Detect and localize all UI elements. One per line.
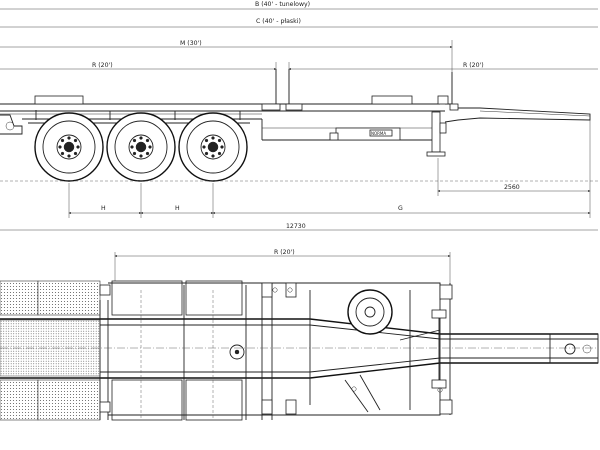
plan-pivot-center bbox=[234, 349, 240, 355]
plan-view bbox=[0, 280, 599, 421]
fender-plan-bottom bbox=[111, 379, 183, 421]
wheel-2 bbox=[106, 112, 176, 182]
wheel-1-hub bbox=[56, 134, 82, 160]
twistlock-side-1 bbox=[261, 103, 281, 111]
wheel-3-hub bbox=[200, 134, 226, 160]
diagonal-brace-1 bbox=[359, 374, 381, 411]
dim-label-h1: H bbox=[101, 205, 106, 212]
deck-block-2 bbox=[371, 95, 413, 105]
tire-plan-2a bbox=[0, 379, 39, 421]
tire-plan-2b bbox=[37, 379, 101, 421]
landing-gear-crank bbox=[439, 122, 447, 134]
plan-twistlock-6 bbox=[439, 399, 453, 415]
spare-wheel bbox=[347, 289, 393, 335]
twistlock-side-2 bbox=[285, 103, 303, 111]
plan-kingpin-bolt bbox=[582, 344, 592, 354]
dim-label-b: B (40' - tunelowy) bbox=[255, 1, 310, 8]
plan-pivot-icon bbox=[229, 344, 245, 360]
dim-label-r-plan: R (20') bbox=[274, 249, 295, 256]
dim-label-m: M (30') bbox=[180, 40, 202, 47]
fitting-1 bbox=[272, 287, 278, 293]
fitting-4 bbox=[437, 387, 443, 393]
side-plate bbox=[369, 129, 393, 137]
dim-label-total: 12730 bbox=[286, 223, 306, 230]
rear-light-icon bbox=[5, 121, 15, 131]
fender-plan-top bbox=[111, 280, 183, 316]
diagonal-brace-2 bbox=[344, 379, 369, 413]
landing-gear-foot bbox=[426, 151, 446, 157]
spare-wheel-hub bbox=[364, 306, 376, 318]
wheel-3 bbox=[178, 112, 248, 182]
plan-twistlock-1 bbox=[261, 282, 273, 298]
twistlock-side-3 bbox=[449, 103, 459, 111]
wheel-2-rim bbox=[114, 120, 168, 174]
plan-landing-gear-1 bbox=[431, 309, 447, 319]
wheel-3-rim bbox=[186, 120, 240, 174]
plan-taper-bottom bbox=[309, 362, 598, 379]
side-view: NORMA bbox=[0, 69, 598, 182]
fender-plan-bottom-2 bbox=[185, 379, 243, 421]
wheel-1-cap bbox=[63, 141, 75, 153]
spare-wheel-tire bbox=[347, 289, 393, 335]
plan-kingpin-plate bbox=[549, 333, 599, 364]
suspension-hangers bbox=[35, 110, 241, 120]
gooseneck-inner bbox=[479, 110, 591, 117]
fitting-2 bbox=[287, 287, 293, 293]
side-dimensions: 2560 H H G 12730 R (20') bbox=[0, 120, 598, 290]
dim-label-g: G bbox=[398, 205, 403, 212]
plan-twistlock-8 bbox=[99, 401, 111, 413]
diagonal-brace-3 bbox=[399, 329, 441, 341]
plan-twistlock-7 bbox=[99, 284, 111, 296]
wheel-3-cap bbox=[207, 141, 219, 153]
landing-gear-leg bbox=[431, 111, 441, 153]
wheel-1-rim bbox=[42, 120, 96, 174]
dim-label-r-left: R (20') bbox=[92, 62, 113, 69]
plan-taper-bottom-inner bbox=[309, 357, 598, 373]
tire-plan-1b bbox=[37, 280, 101, 316]
wheel-2-hub bbox=[128, 134, 154, 160]
plan-twistlock-2 bbox=[285, 282, 297, 298]
dim-label-h2: H bbox=[175, 205, 180, 212]
valve-block bbox=[329, 132, 339, 141]
tire-plan-1a bbox=[0, 280, 39, 316]
side-plate-text: NORMA bbox=[371, 131, 386, 136]
fitting-3 bbox=[351, 386, 357, 392]
plan-kingpin-icon bbox=[564, 343, 576, 355]
wheel-2-cap bbox=[135, 141, 147, 153]
fender-plan-top-2 bbox=[185, 280, 243, 316]
deck-block-1 bbox=[34, 95, 84, 105]
top-dimensions: B (40' - tunelowy) C (40' - płaski) M (3… bbox=[0, 1, 598, 104]
plan-twistlock-4 bbox=[285, 399, 297, 415]
spare-wheel-rim bbox=[355, 297, 385, 327]
gooseneck-frame bbox=[444, 103, 591, 123]
deck-block-3 bbox=[437, 95, 449, 105]
wheel-1 bbox=[34, 112, 104, 182]
dim-label-c: C (40' - płaski) bbox=[256, 18, 301, 25]
plan-landing-gear-2 bbox=[431, 379, 447, 389]
dim-label-r-right: R (20') bbox=[463, 62, 484, 69]
plan-twistlock-5 bbox=[439, 284, 453, 300]
rear-bumper bbox=[0, 114, 23, 135]
dim-label-2560: 2560 bbox=[504, 184, 520, 191]
plan-twistlock-3 bbox=[261, 399, 273, 415]
